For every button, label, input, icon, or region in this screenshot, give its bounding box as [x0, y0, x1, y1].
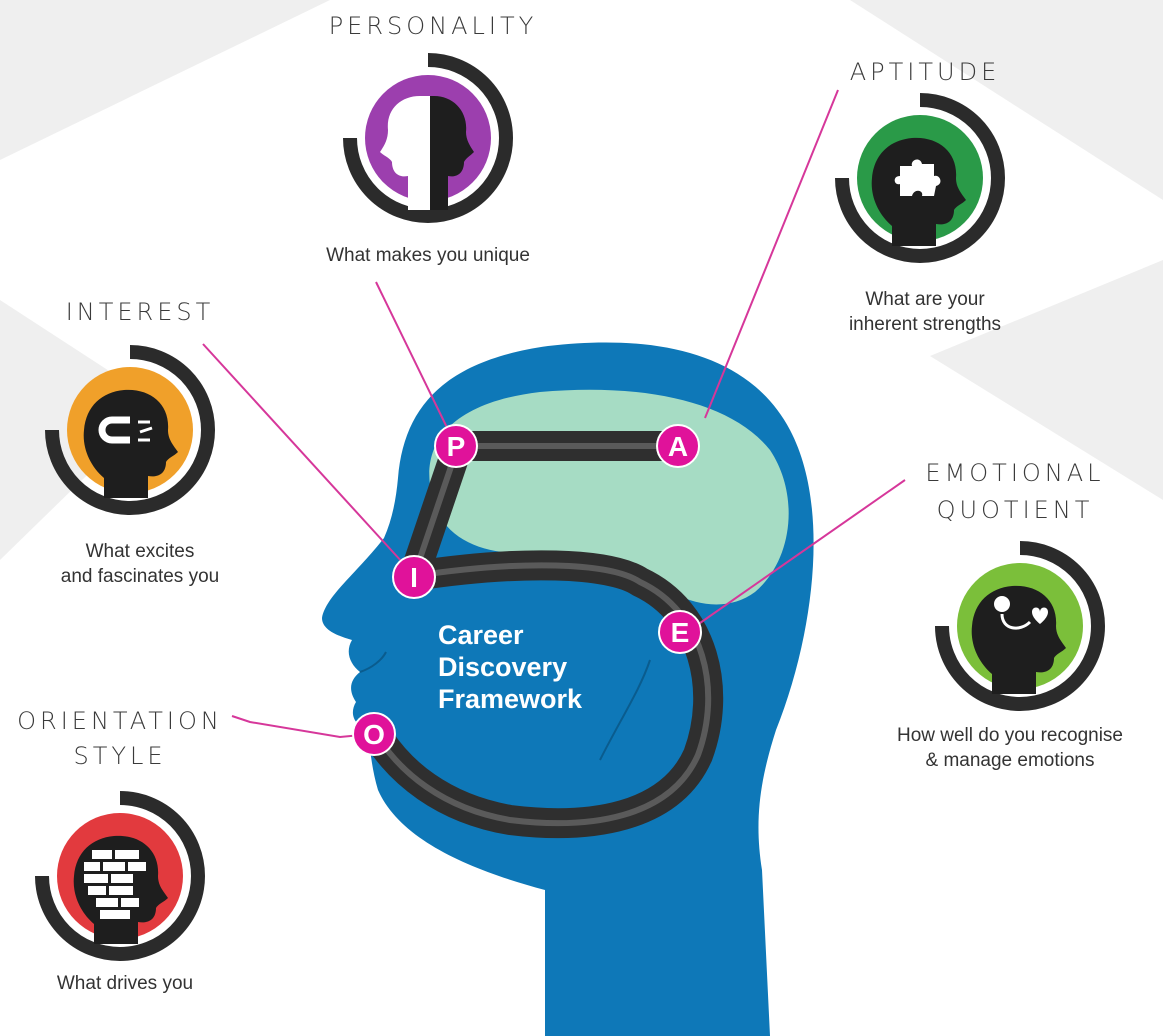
- interest-title: INTEREST: [65, 298, 215, 326]
- framework-title: Career Discovery Framework: [438, 620, 583, 714]
- personality-desc: What makes you unique: [326, 245, 530, 266]
- connector-lines: [202, 89, 906, 739]
- node-emotional[interactable]: E: [658, 610, 702, 654]
- node-label: A: [668, 431, 688, 462]
- neural-path: [365, 431, 724, 839]
- node-label: E: [671, 617, 690, 648]
- aptitude-icon-badge: [835, 93, 1005, 263]
- aptitude-title: APTITUDE: [849, 58, 1001, 86]
- emotional-title: EMOTIONAL QUOTIENT: [925, 459, 1105, 525]
- face-detail: [599, 659, 651, 761]
- node-interest[interactable]: I: [392, 555, 436, 599]
- node-personality[interactable]: P: [434, 424, 478, 468]
- emotional-icon-badge: [935, 541, 1105, 711]
- node-aptitude[interactable]: A: [656, 424, 700, 468]
- face-detail: [359, 651, 387, 673]
- orientation-icon-badge: [35, 791, 205, 961]
- orientation-title: ORIENTATION STYLE: [17, 707, 223, 770]
- interest-icon-badge: [45, 345, 215, 515]
- magnet-head-icon: [83, 389, 178, 498]
- interest-desc: What excites and fascinates you: [60, 541, 220, 587]
- emotional-desc: How well do you recognise & manage emoti…: [896, 725, 1123, 771]
- node-label: I: [410, 562, 418, 593]
- node-label: P: [447, 431, 466, 462]
- node-orientation[interactable]: O: [352, 712, 396, 756]
- aptitude-desc: What are your inherent strengths: [848, 289, 1002, 335]
- node-label: O: [363, 719, 385, 750]
- personality-icon-badge: [343, 53, 513, 223]
- puzzle-head-icon: [871, 137, 966, 246]
- personality-title: PERSONALITY: [328, 12, 538, 40]
- two-faces-icon: [380, 96, 430, 210]
- orientation-desc: What drives you: [56, 973, 194, 994]
